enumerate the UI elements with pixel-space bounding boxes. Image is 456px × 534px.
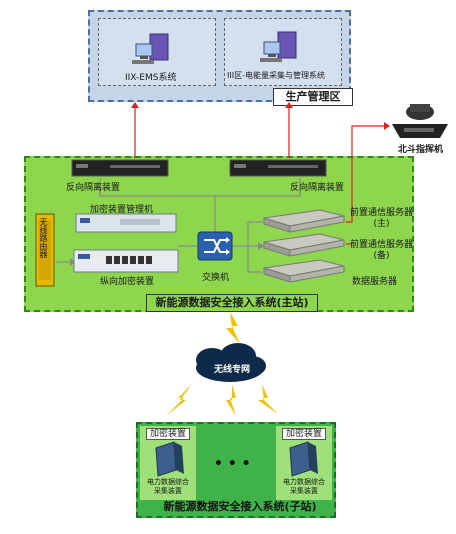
- encryption-manager-label: 加密装置管理机: [90, 205, 154, 215]
- comm-server-main-label-line1: 前置通信服务器: [350, 208, 414, 218]
- collector-right-label-line1: 电力数据综合: [283, 478, 325, 486]
- cloud-icon: [196, 343, 266, 382]
- reverse-isolation-device-left: [71, 159, 169, 177]
- collector-terminal-right-icon: [289, 441, 318, 477]
- workstation-icon: [260, 31, 297, 62]
- reverse-isolation-device-right: [229, 159, 327, 177]
- uplink-lines: [131, 102, 293, 158]
- network-label: 无线专网: [214, 365, 251, 375]
- vertical-encryption-device: [73, 249, 179, 273]
- reverse-isolation-right-label: 反向隔离装置: [290, 183, 345, 193]
- beidou-links: [346, 122, 390, 245]
- switch-label: 交换机: [202, 273, 230, 283]
- collector-left-label-line1: 电力数据综合: [147, 478, 189, 486]
- comm-server-main-label: 前置通信服务器 (主): [350, 208, 413, 230]
- encryption-tag-left: 加密装置: [146, 428, 190, 440]
- reverse-isolation-left-label: 反向隔离装置: [66, 183, 121, 193]
- lan-lines: [56, 178, 301, 273]
- beidou-terminal-icon: [392, 104, 448, 138]
- comm-server-backup-label-line2: (备): [373, 251, 390, 261]
- encryption-tag-right: 加密装置: [282, 428, 326, 440]
- comm-server-backup-label-line1: 前置通信服务器: [350, 240, 414, 250]
- vertical-encryption-label: 纵向加密装置: [100, 277, 155, 287]
- sub-station-label: 新能源数据安全接入系统(子站): [163, 500, 317, 513]
- data-server-device: [263, 259, 345, 283]
- beidou-label: 北斗指挥机: [398, 145, 444, 155]
- collector-left-label: 电力数据综合 采集装置: [142, 478, 194, 496]
- comm-server-main-device: [263, 209, 345, 233]
- encryption-manager-device: [75, 213, 177, 233]
- sub-station-ellipsis: • • •: [214, 456, 251, 472]
- collector-right-label-line2: 采集装置: [290, 487, 318, 495]
- wireless-router-label: 无线路由器: [39, 218, 48, 258]
- switch-icon: [197, 231, 233, 261]
- ems-system-label: IIX-EMS系统: [125, 73, 177, 83]
- production-zone-label: 生产管理区: [273, 88, 353, 106]
- energy-system-label: III区-电能量采集与管理系统: [227, 71, 325, 80]
- collector-left-label-line2: 采集装置: [154, 487, 182, 495]
- lightning-icon: [166, 312, 278, 416]
- comm-server-main-label-line2: (主): [373, 219, 390, 229]
- data-server-label: 数据服务器: [352, 277, 398, 287]
- comm-server-backup-device: [263, 233, 345, 257]
- collector-right-label: 电力数据综合 采集装置: [278, 478, 330, 496]
- collector-terminal-left-icon: [155, 441, 184, 477]
- wireless-router-device: [35, 213, 55, 287]
- master-station-label: 新能源数据安全接入系统(主站): [146, 294, 318, 312]
- comm-server-backup-label: 前置通信服务器 (备): [350, 240, 413, 262]
- workstation-icon: [132, 33, 169, 64]
